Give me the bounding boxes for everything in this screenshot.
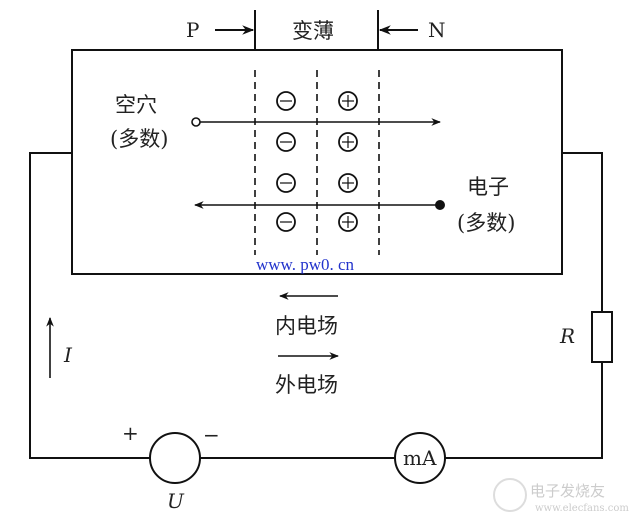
negative-ion [276, 173, 296, 193]
electron-dot [435, 200, 445, 210]
watermark-site: www.elecfans.com [535, 503, 629, 514]
meter-label: mA [403, 446, 437, 470]
resistor [591, 311, 613, 363]
website-url: www. pw0. cn [256, 255, 355, 274]
plus-sign: + [122, 421, 139, 445]
hole-majority-label: (多数) [110, 127, 168, 151]
negative-ion [276, 132, 296, 152]
n-label: N [428, 18, 446, 42]
electron-majority-label: (多数) [457, 211, 515, 235]
thinning-label: 变薄 [292, 19, 334, 43]
outer-field-label: 外电场 [275, 373, 338, 397]
watermark-name: 电子发烧友 [530, 482, 605, 500]
wire-right-lower [445, 362, 603, 459]
positive-ion [338, 173, 358, 193]
source-label: U [167, 489, 185, 513]
hole-dot [191, 117, 201, 127]
current-label: I [63, 343, 73, 367]
electron-label: 电子 [467, 175, 509, 199]
wire-right-upper [562, 152, 603, 312]
p-label: P [186, 18, 199, 42]
minus-sign: − [203, 423, 220, 447]
inner-field-label: 内电场 [275, 314, 338, 338]
resistor-label: R [559, 324, 575, 348]
positive-ion [338, 91, 358, 111]
semiconductor-block [71, 49, 563, 275]
positive-ion [338, 132, 358, 152]
milliammeter [394, 432, 446, 484]
voltage-source [149, 432, 201, 484]
negative-ion [276, 91, 296, 111]
wire-left [29, 152, 150, 459]
positive-ion [338, 212, 358, 232]
watermark-logo: 电子发烧友 www.elecfans.com [493, 478, 629, 514]
negative-ion [276, 212, 296, 232]
hole-label: 空穴 [115, 93, 157, 117]
